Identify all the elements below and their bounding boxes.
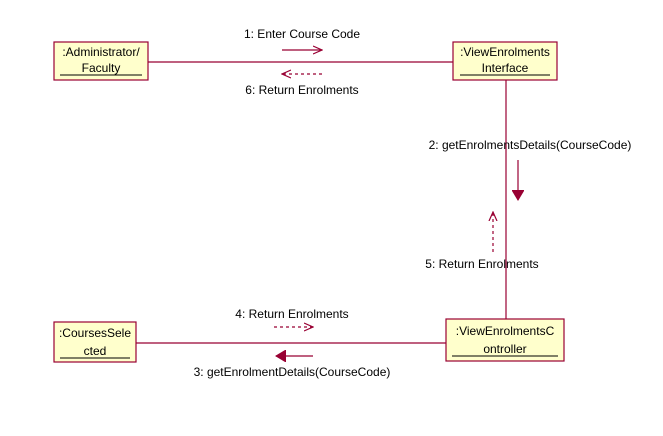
object-courses-line2: cted [84, 344, 107, 358]
object-view-enrolments-interface[interactable]: :ViewEnrolments Interface [452, 41, 558, 81]
object-interface-line1: :ViewEnrolments [460, 45, 550, 59]
object-view-enrolments-controller[interactable]: :ViewEnrolmentsC ontroller [445, 318, 565, 362]
message-4-label: 4: Return Enrolments [235, 307, 348, 321]
object-administrator-faculty[interactable]: :Administrator/ Faculty [53, 41, 149, 81]
message-1-label: 1: Enter Course Code [244, 27, 360, 41]
object-administrator-line2: Faculty [82, 61, 121, 75]
object-courses-line1: :CoursesSele [59, 326, 131, 340]
message-6-label: 6: Return Enrolments [245, 83, 358, 97]
object-courses-selected[interactable]: :CoursesSele cted [53, 321, 137, 363]
message-5-label: 5: Return Enrolments [425, 257, 538, 271]
object-administrator-line1: :Administrator/ [62, 45, 140, 59]
object-interface-line2: Interface [482, 61, 529, 75]
object-controller-line2: ontroller [483, 342, 526, 356]
message-3-label: 3: getEnrolmentDetails(CourseCode) [194, 365, 391, 379]
message-2-label: 2: getEnrolmentsDetails(CourseCode) [429, 138, 632, 152]
object-controller-line1: :ViewEnrolmentsC [456, 324, 555, 338]
